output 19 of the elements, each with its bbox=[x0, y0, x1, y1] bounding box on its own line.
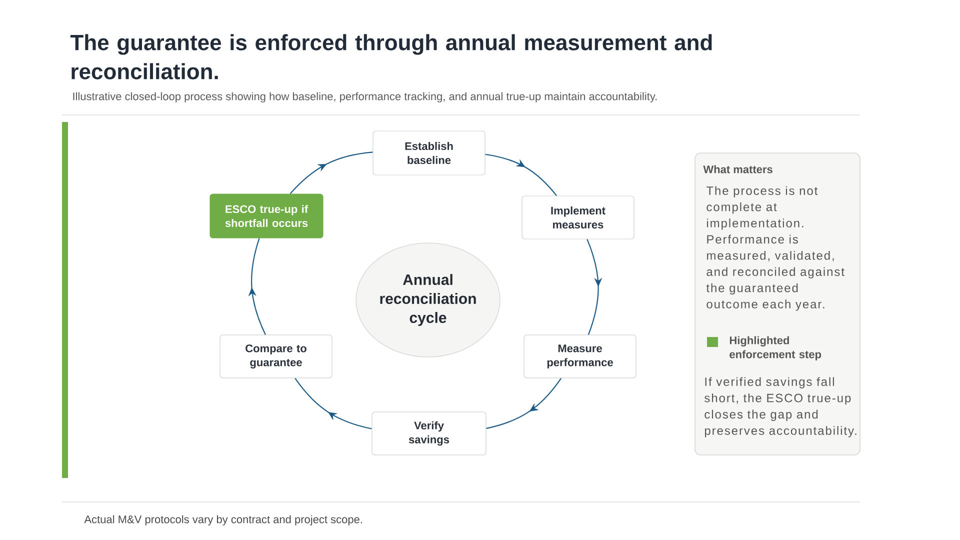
arrow bbox=[485, 154, 557, 196]
arrow bbox=[486, 378, 562, 429]
process-box: Establish baseline bbox=[372, 130, 486, 176]
panel-text: If verified savings fall short, the ESCO true-up closes the gap and preserves accountability. bbox=[704, 377, 856, 438]
process-box: Measure performance bbox=[524, 334, 636, 378]
process-box: Verify savings bbox=[372, 412, 486, 456]
arrow bbox=[586, 239, 602, 335]
legend-text: Highlighted enforcement step bbox=[730, 336, 822, 360]
footnote: Actual M&V protocols vary by contract and project scope. bbox=[84, 515, 362, 526]
process-box: Compare to guarantee bbox=[220, 334, 332, 378]
arrow bbox=[248, 238, 266, 335]
subtitle: Illustrative closed-loop process showing how baseline, performance tracking, and annual true-up maintain accountability. bbox=[73, 92, 657, 102]
highlight-box: ESCO true-up if shortfall occurs bbox=[210, 194, 324, 238]
panel-heading: What matters bbox=[703, 165, 772, 174]
arrow bbox=[294, 378, 372, 430]
process-box: Implement measures bbox=[522, 196, 634, 240]
title: The guarantee is enforced through annual measurement and reconciliation. bbox=[70, 34, 712, 80]
arrow bbox=[290, 152, 373, 194]
panel-text: The process is not complete at implementation. Performance is measured, validated, and reconciled against the guaranteed outcome each year. bbox=[706, 186, 844, 311]
